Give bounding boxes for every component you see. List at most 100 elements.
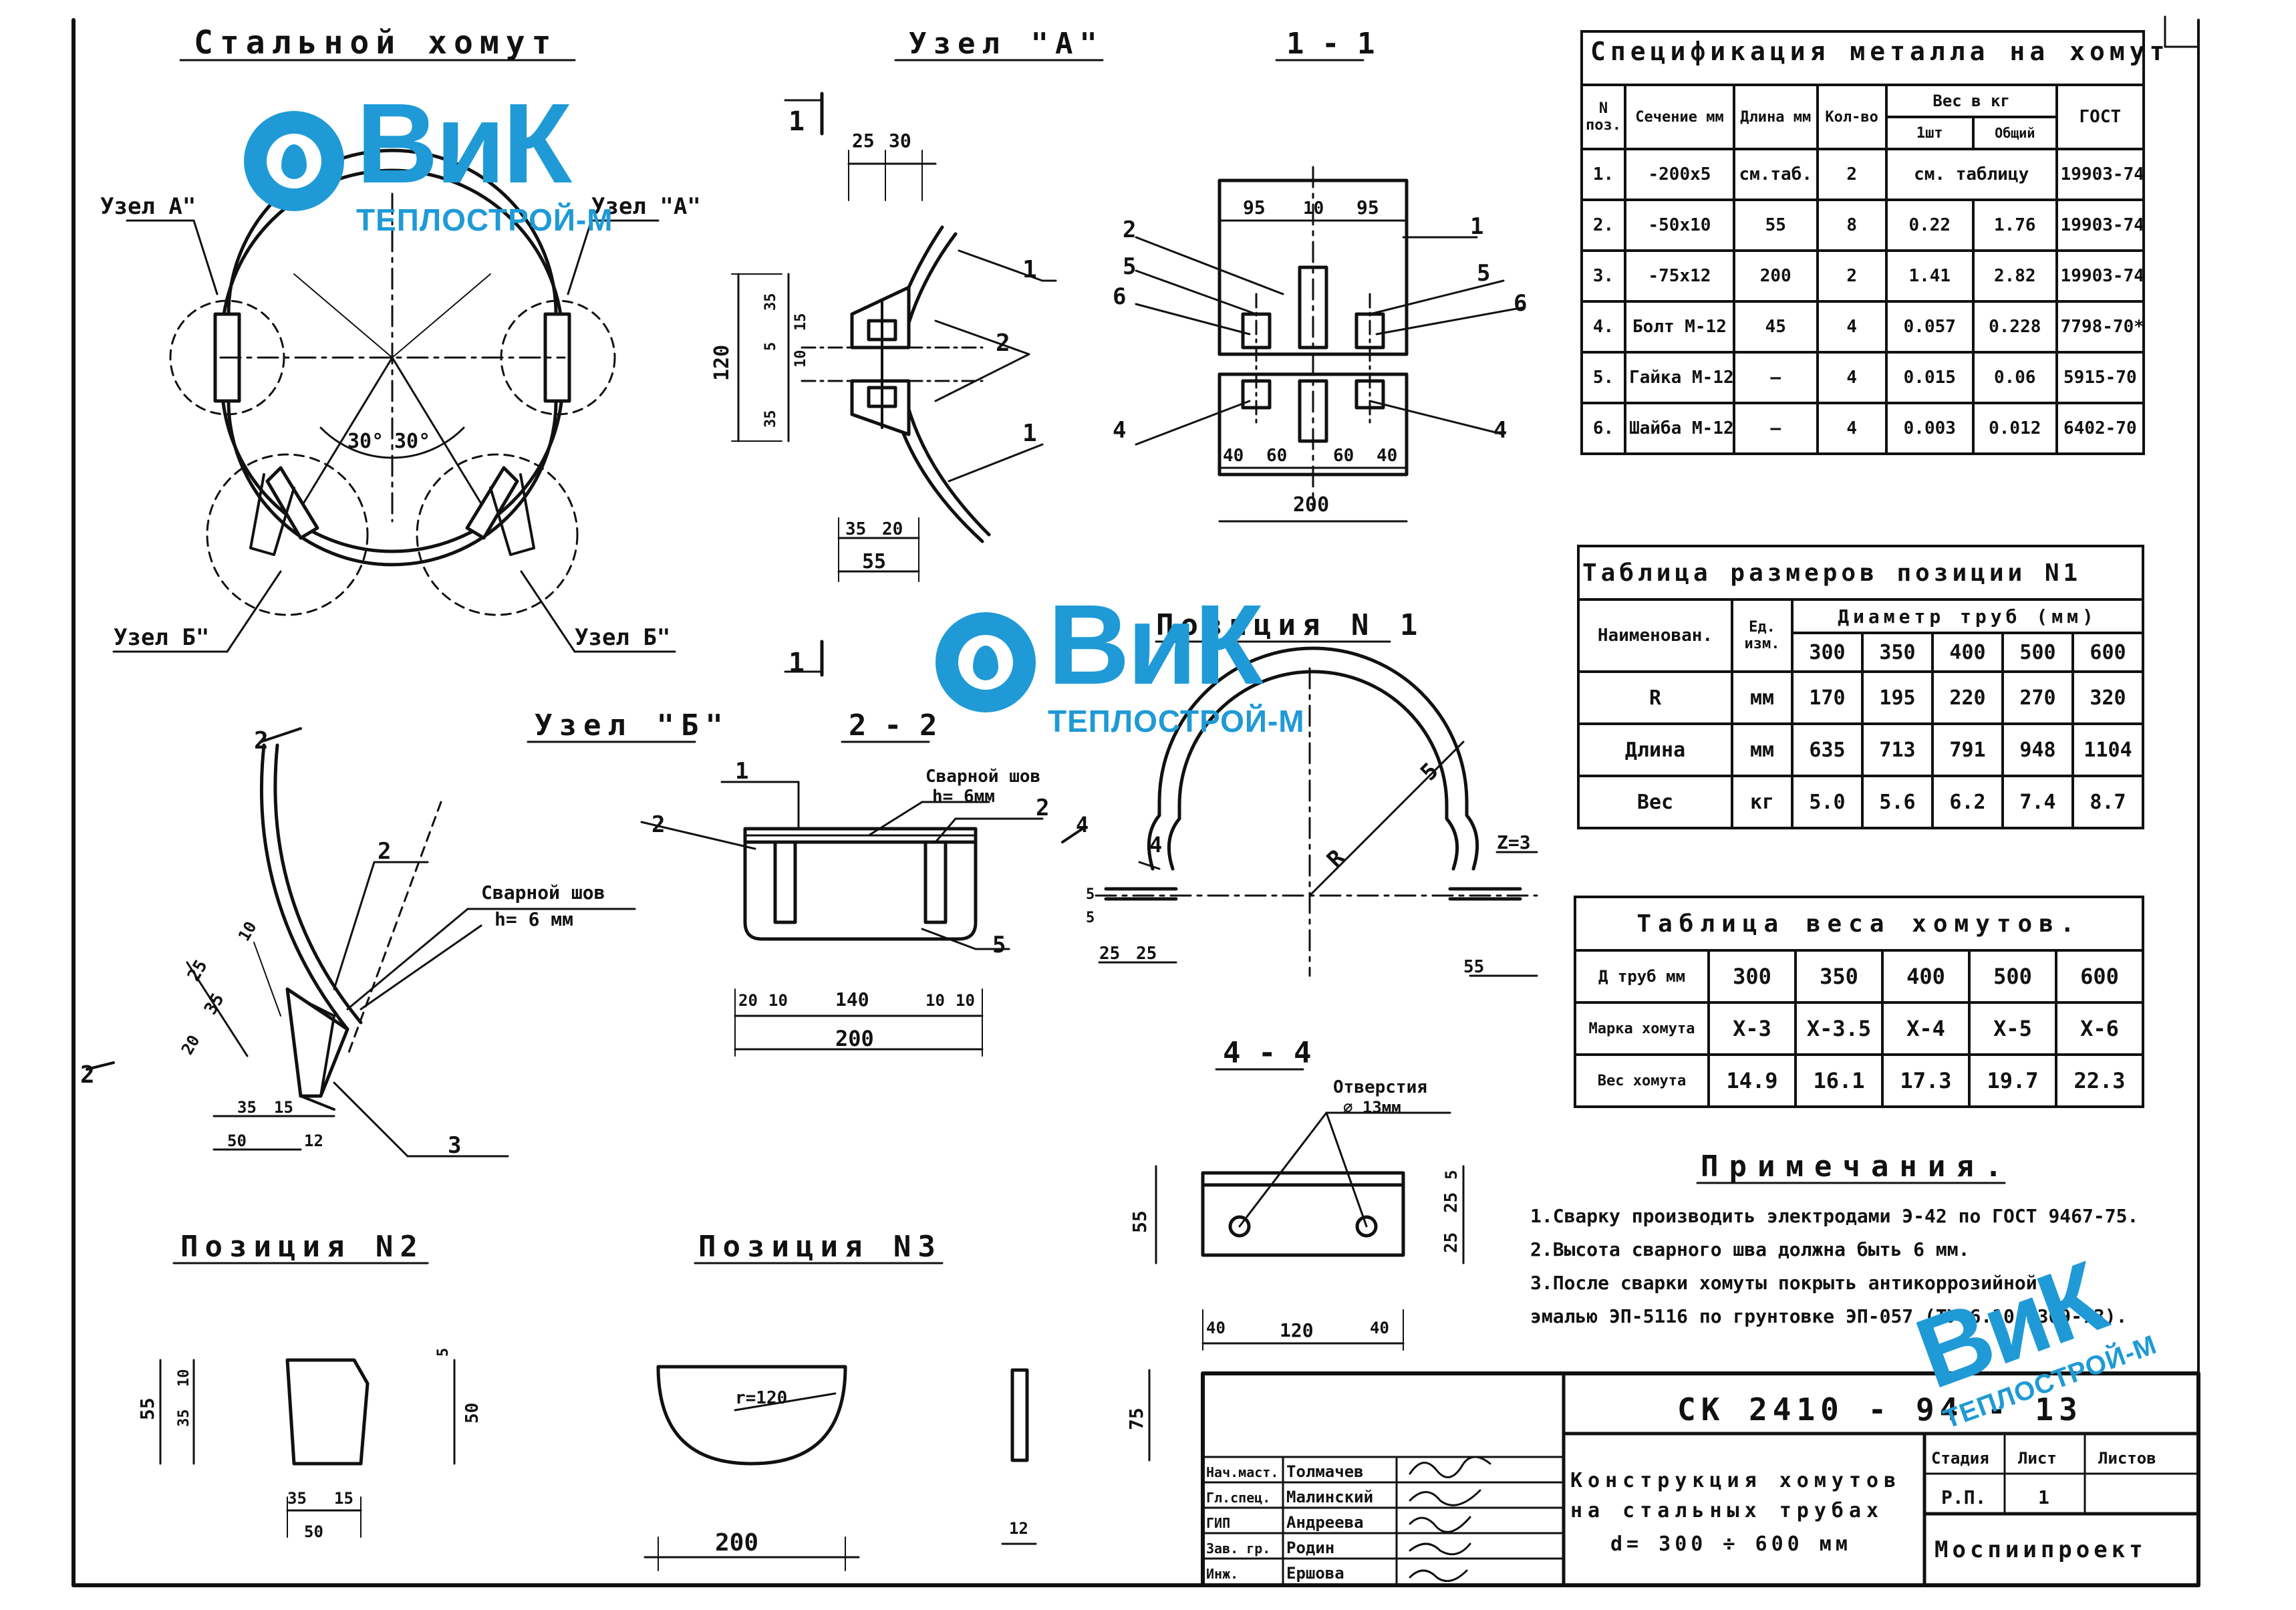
dim-200-2: 200 (835, 1026, 874, 1051)
dim-50-p2b: 50 (304, 1522, 323, 1541)
dim-75-p3: 75 (1125, 1407, 1147, 1430)
title-section-1-1: 1 - 1 (1286, 27, 1375, 61)
name-2: Малинский (1286, 1488, 1373, 1506)
spec-h-gost: ГОСТ (2055, 84, 2146, 150)
water-drop-icon (936, 612, 1036, 712)
size-h-unit: Ед. изм. (1731, 598, 1793, 673)
section-2-2 (640, 741, 1084, 1057)
dim-15-p2: 15 (334, 1489, 353, 1508)
note-item: эмалью ЭП-5116 по грунтовке ЭП-057 (ТУ 6… (1530, 1305, 2128, 1327)
sheets-label: Листов (2098, 1449, 2156, 1468)
spec-h-weight-total: Общий (1971, 116, 2058, 150)
watermark-logo-top: ВиК ТЕПЛОСТРОЙ-М (244, 87, 613, 235)
title-steel-clamp: Стальной хомут (194, 24, 558, 61)
stage-value: Р.П. (1941, 1486, 1986, 1508)
note-item: 1.Сварку производить электродами Э-42 по… (1530, 1205, 2139, 1227)
dim-120-a: 120 (710, 345, 734, 381)
dim-55-p2: 55 (136, 1397, 158, 1420)
dim-25-p1b: 25 (1136, 944, 1157, 964)
dim-5-4: 5 (1442, 1170, 1461, 1180)
water-drop-icon (244, 111, 344, 211)
dim-95-right: 95 (1356, 196, 1379, 219)
dim-15-b: 15 (274, 1098, 293, 1117)
logo-subtitle: ТЕПЛОСТРОЙ-М (1048, 704, 1305, 739)
title-desc-2: на стальных трубах (1570, 1499, 1884, 1522)
pos1-z3: Z=3 (1497, 831, 1531, 853)
dim-140-2: 140 (835, 988, 869, 1011)
sec1-callout-4l: 4 (1113, 417, 1126, 444)
dim-35-a3: 35 (845, 519, 866, 539)
node-a-detail (731, 59, 1104, 677)
sec-mark-1-bottom: 1 (788, 648, 805, 678)
dim-35-b2: 35 (237, 1098, 257, 1117)
sec1-callout-5r: 5 (1477, 260, 1490, 287)
sec1-callout-1: 1 (1470, 213, 1483, 240)
node-b-sec-2-top: 2 (254, 727, 269, 755)
dim-30-a: 30 (889, 130, 911, 152)
dim-10-a: 10 (793, 350, 809, 368)
spec-h-section: Сечение мм (1624, 84, 1735, 150)
dim-40-l: 40 (1223, 446, 1244, 466)
dim-50-b: 50 (227, 1131, 247, 1150)
callout-node-a-right: Узел "А" (591, 193, 701, 220)
title-block-frame (1201, 1371, 2200, 1587)
sec1-callout-6r: 6 (1514, 290, 1527, 317)
dim-35-p2b: 35 (287, 1489, 307, 1508)
doc-code: СК 2410 - 94 - 13 (1677, 1391, 2083, 1428)
dim-15-a: 15 (793, 313, 809, 331)
sec-mark-1-top: 1 (788, 106, 805, 137)
section-4-4 (1155, 1068, 1465, 1351)
sec2-weld: Сварной шов (925, 767, 1040, 787)
dim-10-2b: 10 (925, 991, 945, 1010)
dim-5-a: 5 (762, 342, 779, 351)
note-item: 2.Высота сварного шва должна быть 6 мм. (1530, 1238, 1970, 1260)
sec1-callout-2: 2 (1123, 217, 1136, 243)
position-3 (643, 1262, 1151, 1571)
dim-5-p2: 5 (435, 1348, 452, 1357)
name-3: Андреева (1286, 1513, 1364, 1532)
dim-95-left: 95 (1243, 196, 1266, 219)
clamp-overview (112, 59, 676, 653)
role-5: Инж. (1206, 1566, 1238, 1582)
node-a-callout-1b: 1 (1022, 420, 1037, 447)
angle-right: 30° (394, 430, 430, 453)
node-b-detail (86, 727, 696, 1158)
dim-25-b: 25 (184, 956, 212, 984)
dim-25-4b: 25 (1441, 1232, 1461, 1253)
node-b-callout-2: 2 (378, 838, 391, 865)
angle-left: 30° (347, 430, 384, 453)
logo-brand: ВиК (356, 80, 572, 207)
position-2 (159, 1262, 456, 1538)
section-1-1 (1135, 59, 1525, 523)
spec-h-qty: Кол-во (1816, 84, 1888, 150)
title-position-1: Позиция N 1 (1156, 608, 1424, 642)
sheet-value: 1 (2038, 1486, 2049, 1508)
spec-h-length: Длина мм (1732, 84, 1819, 150)
node-b-sec-2-bottom: 2 (80, 1061, 95, 1089)
spec-h-pos: N поз. (1580, 84, 1627, 150)
dim-40-4a: 40 (1206, 1319, 1226, 1337)
size-h-diam: Диаметр труб (мм) (1790, 598, 2145, 634)
node-a-callout-2: 2 (996, 329, 1010, 357)
callout-node-b-left: Узел Б" (114, 624, 209, 651)
dim-60-r: 60 (1333, 446, 1354, 466)
callout-node-b-right: Узел Б" (575, 624, 670, 651)
note-item: 3.После сварки хомуты покрыть антикорроз… (1530, 1272, 2037, 1294)
dim-10-1: 10 (1303, 198, 1324, 219)
title-section-2-2: 2 - 2 (849, 708, 937, 743)
title-position-2: Позиция N2 (180, 1230, 424, 1264)
dim-200-1: 200 (1293, 493, 1329, 517)
sec2-callout-2r: 2 (1036, 795, 1049, 821)
weight-table-caption: Таблица веса хомутов. (1574, 896, 2144, 952)
dim-50-p2: 50 (462, 1403, 482, 1424)
sec1-callout-5l: 5 (1123, 253, 1136, 280)
title-section-4-4: 4 - 4 (1223, 1036, 1311, 1070)
dim-10-b: 10 (235, 918, 261, 944)
dim-25-p1a: 25 (1099, 944, 1120, 964)
notes-list: 1.Сварку производить электродами Э-42 по… (1530, 1200, 2138, 1333)
dim-20-b: 20 (178, 1032, 204, 1058)
